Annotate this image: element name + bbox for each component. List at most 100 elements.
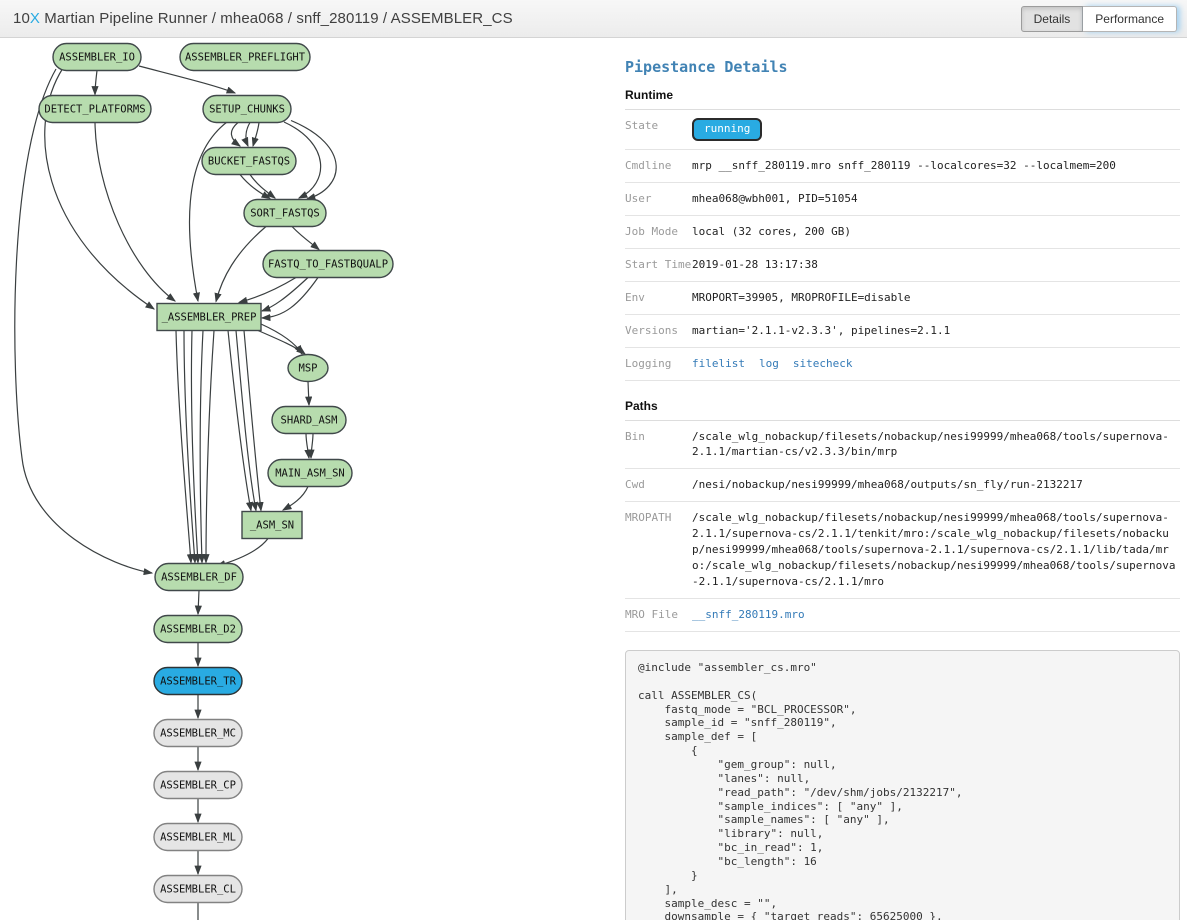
- graph-node-shape: [153, 718, 243, 748]
- graph-node-label: BUCKET_FASTQS: [208, 156, 290, 168]
- row-value: /nesi/nobackup/nesi99999/mhea068/outputs…: [692, 478, 1083, 492]
- row-value: local (32 cores, 200 GB): [692, 224, 851, 238]
- detail-row: State running: [625, 110, 1180, 150]
- graph-node-sort_fastqs[interactable]: SORT_FASTQS: [243, 198, 327, 228]
- runtime-section-title: Runtime: [625, 88, 673, 102]
- graph-edge: [241, 122, 251, 148]
- graph-edge: [214, 226, 267, 303]
- sitecheck-link[interactable]: sitecheck: [792, 356, 853, 370]
- graph-edge: [251, 122, 260, 148]
- row-label: Start Time: [625, 257, 692, 271]
- graph-node-label: ASSEMBLER_PREFLIGHT: [185, 52, 306, 64]
- graph-node-label: DETECT_PLATFORMS: [44, 104, 145, 116]
- graph-node-label: _ASM_SN: [250, 520, 294, 532]
- graph-node-shape: [262, 249, 394, 279]
- row-label: Env: [625, 290, 645, 304]
- row-label: Job Mode: [625, 224, 678, 238]
- performance-button[interactable]: Performance: [1083, 5, 1177, 32]
- detail-row: MRO File __snff_280119.mro: [625, 599, 1180, 632]
- graph-node-label: ASSEMBLER_CL: [160, 884, 236, 896]
- graph-node-assembler_preflight[interactable]: ASSEMBLER_PREFLIGHT: [179, 42, 311, 72]
- graph-node-bucket_fastqs[interactable]: BUCKET_FASTQS: [201, 146, 297, 176]
- row-label: MROPATH: [625, 511, 672, 525]
- filelist-link[interactable]: filelist: [692, 356, 745, 370]
- graph-node-assembler_tr[interactable]: ASSEMBLER_TR: [153, 666, 243, 696]
- graph-node-_asm_sn[interactable]: _ASM_SN: [241, 510, 303, 540]
- mro-file-content: @include "assembler_cs.mro" call ASSEMBL…: [625, 649, 1180, 920]
- graph-node-assembler_cl[interactable]: ASSEMBLER_CL: [153, 874, 243, 904]
- state-badge: running: [692, 118, 763, 141]
- graph-edge: [94, 122, 176, 302]
- graph-node-main_asm_sn[interactable]: MAIN_ASM_SN: [267, 458, 353, 488]
- graph-node-label: ASSEMBLER_DF: [161, 572, 237, 584]
- log-link[interactable]: log: [758, 356, 779, 370]
- graph-node-shape: [153, 770, 243, 800]
- graph-node-label: ASSEMBLER_D2: [160, 624, 236, 636]
- graph-node-assembler_cp[interactable]: ASSEMBLER_CP: [153, 770, 243, 800]
- graph-node-label: SETUP_CHUNKS: [209, 104, 285, 116]
- graph-edge: [198, 330, 206, 564]
- graph-edge: [44, 67, 155, 310]
- graph-node-label: ASSEMBLER_MC: [160, 728, 236, 740]
- detail-row: Cwd/nesi/nobackup/nesi99999/mhea068/outp…: [625, 469, 1180, 503]
- graph-node-shape: [52, 42, 142, 72]
- pipeline-graph-pane: ASSEMBLER_IO ASSEMBLER_PREFLIGHT DETECT_PL…: [0, 38, 620, 920]
- graph-node-label: MSP: [299, 363, 318, 375]
- mro-file-link[interactable]: __snff_280119.mro: [692, 608, 805, 621]
- graph-node-msp[interactable]: MSP: [287, 353, 329, 383]
- graph-node-_assembler_prep[interactable]: _ASSEMBLER_PREP: [156, 302, 262, 332]
- row-value: filelist log sitecheck: [692, 356, 1180, 372]
- graph-node-setup_chunks[interactable]: SETUP_CHUNKS: [202, 94, 292, 124]
- detail-row: Bin/scale_wlg_nobackup/filesets/nobackup…: [625, 421, 1180, 470]
- graph-edge: [307, 433, 315, 460]
- row-value: mhea068@wbh001, PID=51054: [692, 191, 858, 205]
- view-toggle-group: Details Performance: [1020, 5, 1177, 32]
- breadcrumb-text: Martian Pipeline Runner / mhea068 / snff…: [40, 10, 513, 27]
- graph-node-assembler_df[interactable]: ASSEMBLER_DF: [154, 562, 244, 592]
- graph-edge: [257, 329, 306, 355]
- graph-node-shape: [153, 822, 243, 852]
- graph-node-assembler_io[interactable]: ASSEMBLER_IO: [52, 42, 142, 72]
- row-value: martian='2.1.1-v2.3.3', pipelines=2.1.1: [692, 323, 951, 337]
- row-label: MRO File: [625, 608, 678, 621]
- row-value: 2019-01-28 13:17:38: [692, 257, 818, 271]
- graph-node-label: ASSEMBLER_TR: [160, 676, 237, 688]
- graph-edge: [230, 122, 241, 147]
- graph-node-detect_platforms[interactable]: DETECT_PLATFORMS: [38, 94, 152, 124]
- graph-node-assembler_mc[interactable]: ASSEMBLER_MC: [153, 718, 243, 748]
- graph-edge: [138, 65, 237, 94]
- row-label: Cwd: [625, 478, 645, 492]
- details-button[interactable]: Details: [1020, 5, 1084, 32]
- graph-node-assembler_ml[interactable]: ASSEMBLER_ML: [153, 822, 243, 852]
- row-value: /scale_wlg_nobackup/filesets/nobackup/ne…: [692, 429, 1169, 459]
- graph-edge: [239, 174, 272, 200]
- graph-edge: [188, 121, 228, 303]
- graph-node-assembler_d2[interactable]: ASSEMBLER_D2: [153, 614, 243, 644]
- panel-title: Pipestance Details: [625, 58, 788, 76]
- graph-node-shard_asm[interactable]: SHARD_ASM: [271, 405, 347, 435]
- graph-node-label: ASSEMBLER_ML: [160, 832, 236, 844]
- graph-node-shape: [153, 874, 243, 904]
- logo-x: X: [29, 10, 40, 27]
- graph-edge: [305, 381, 313, 407]
- breadcrumb: 10X Martian Pipeline Runner / mhea068 / …: [13, 10, 513, 27]
- row-label: User: [625, 191, 652, 205]
- graph-edge: [291, 226, 320, 251]
- graph-node-label: MAIN_ASM_SN: [275, 468, 345, 480]
- graph-node-shape: [202, 94, 292, 124]
- graph-edge: [183, 330, 198, 564]
- row-label: Cmdline: [625, 158, 672, 172]
- row-label: State: [625, 119, 659, 132]
- graph-edge: [194, 590, 202, 616]
- graph-node-label: SHARD_ASM: [281, 415, 338, 427]
- row-value: MROPORT=39905, MROPROFILE=disable: [692, 290, 911, 304]
- graph-node-fastq_to_fastbqualp[interactable]: FASTQ_TO_FASTBQUALP: [262, 249, 394, 279]
- graph-edge: [215, 538, 269, 568]
- graph-node-shape: [267, 458, 353, 488]
- row-value: /scale_wlg_nobackup/filesets/nobackup/ne…: [692, 511, 1176, 589]
